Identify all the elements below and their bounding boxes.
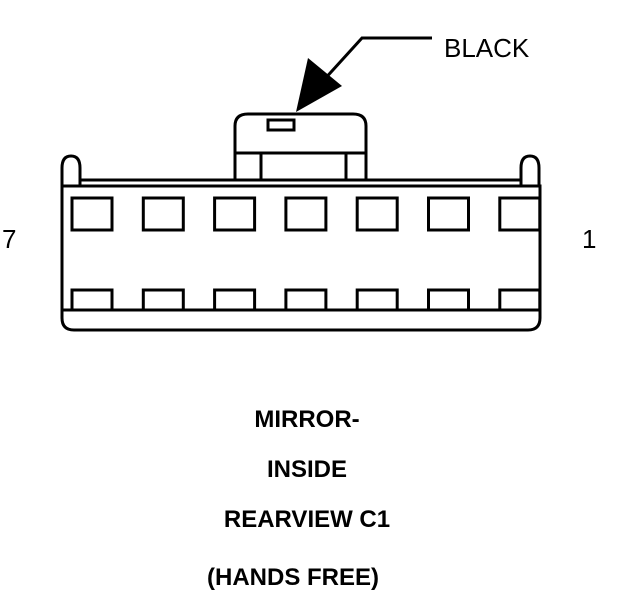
locking-tab-latch (266, 118, 296, 132)
right-latch-ear (519, 154, 541, 188)
cavity-group (70, 196, 542, 312)
connector-cavity (70, 196, 114, 232)
caption-line-2: INSIDE (266, 456, 347, 483)
connector-cavity (498, 196, 542, 232)
leader-line (320, 36, 432, 84)
connector-cavity (427, 288, 470, 312)
connector-cavity (498, 288, 542, 312)
connector-cavity (141, 288, 185, 312)
caption-line-1: MIRROR- (254, 406, 360, 433)
connector-cavity (284, 288, 328, 312)
connector-cavity (284, 196, 328, 232)
caption-line-3: REARVIEW C1 (223, 506, 391, 533)
pointer-arrowhead (296, 58, 342, 112)
pin-number-left: 7 (2, 224, 16, 254)
connector-cavity (213, 288, 257, 312)
connector-cavity (355, 288, 399, 312)
left-latch-ear (60, 154, 82, 188)
connector-cavity (70, 288, 114, 312)
wire-color-label: BLACK (444, 33, 530, 63)
connector-cavity (141, 196, 185, 232)
connector-cavity (427, 196, 470, 232)
connector-cavity (355, 196, 399, 232)
pin-number-right: 1 (582, 224, 596, 254)
caption-line-4: (HANDS FREE) (207, 564, 379, 591)
connector-cavity (213, 196, 257, 232)
